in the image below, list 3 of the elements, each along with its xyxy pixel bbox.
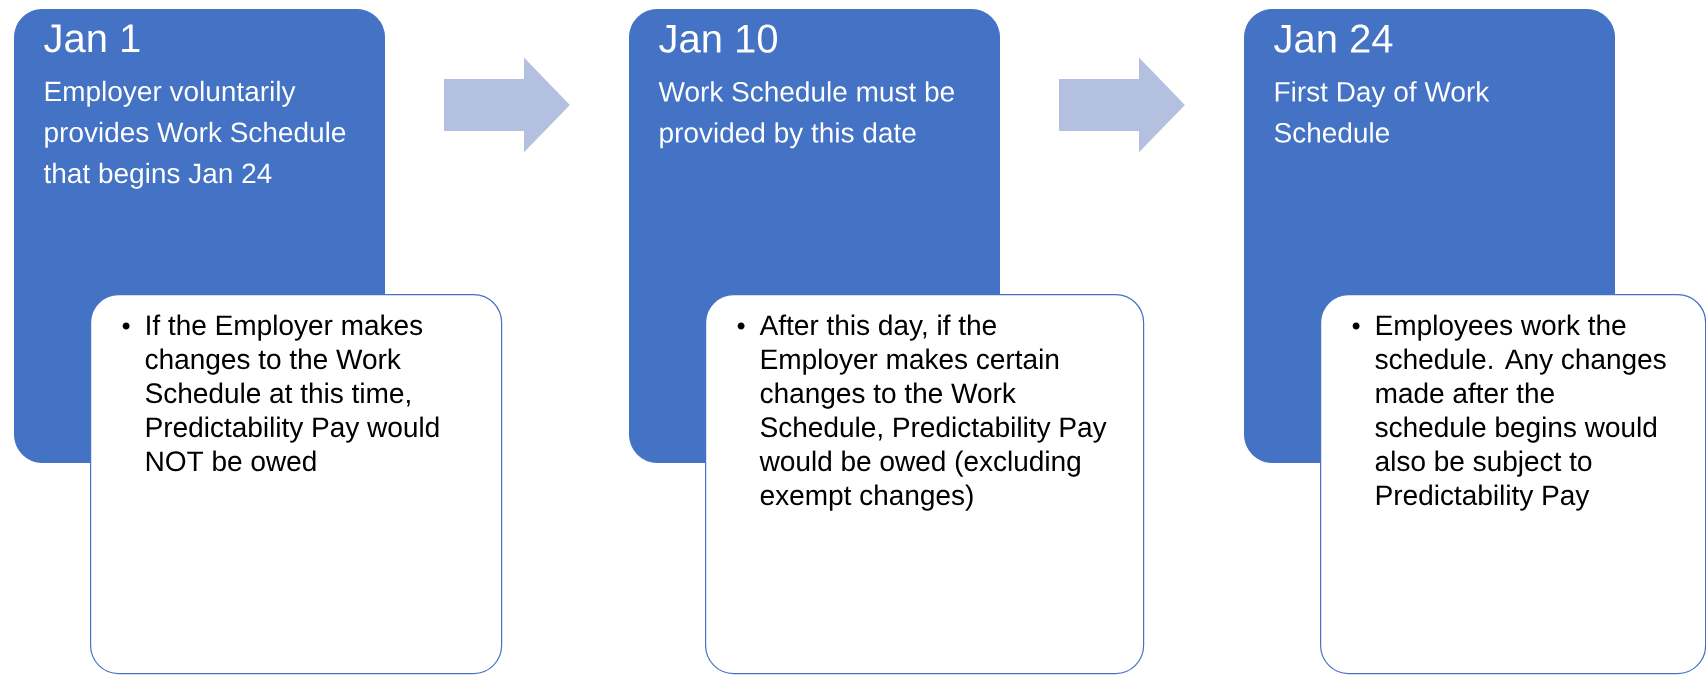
note-box: If the Employer makes changes to the Work Schedule at this time, Predictability Pay would NOT be owed [90,294,503,675]
note-box: After this day, if the Employer makes certain changes to the Work Schedule, Predictability Pay would be owed (excluding exempt changes) [705,294,1145,675]
note-box: Employees work the schedule. Any changes made after the schedule begins would also be subject to Predictability Pay [1320,294,1706,675]
